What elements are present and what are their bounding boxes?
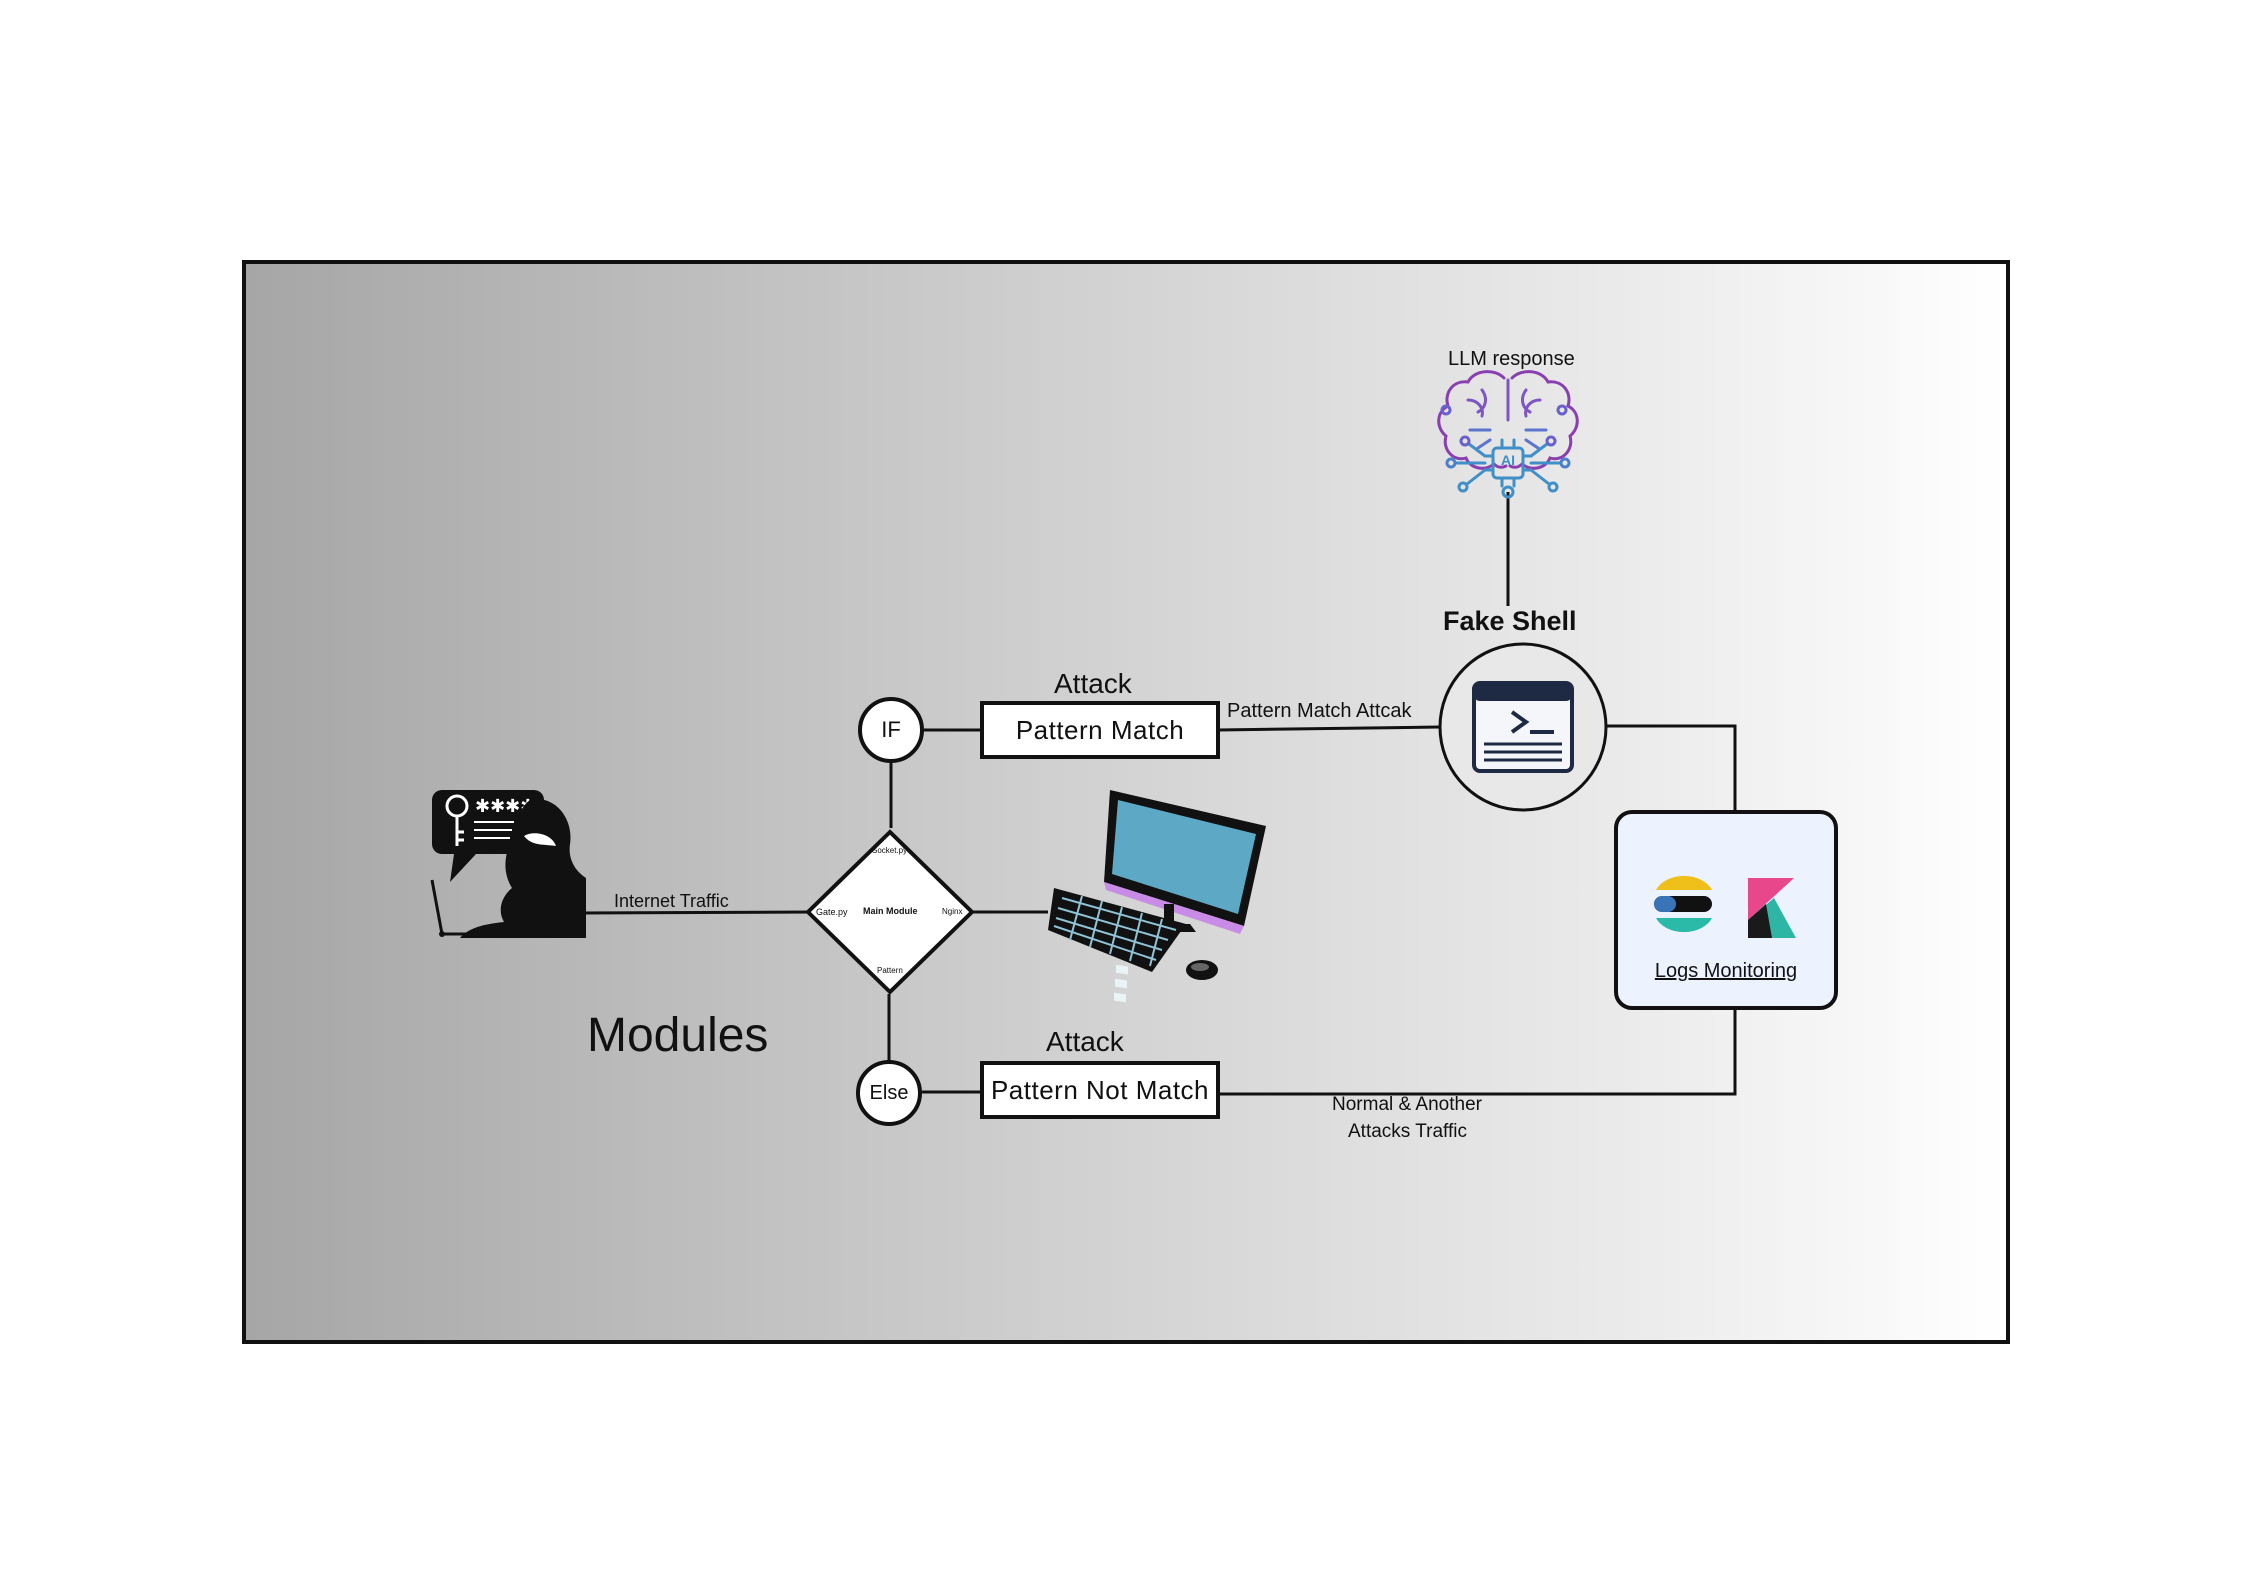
elastic-logo-icon	[1654, 875, 1712, 933]
hacker-icon: ✱✱✱✱	[430, 790, 586, 938]
kibana-logo-icon	[1748, 878, 1796, 938]
llm-response-label: LLM response	[1448, 348, 1575, 370]
brain-ai-icon	[1437, 370, 1579, 499]
edge-label-normal-traffic-2: Attacks Traffic	[1348, 1121, 1467, 1142]
else-node: Else	[856, 1060, 922, 1126]
logs-monitoring-label: Logs Monitoring	[1654, 960, 1798, 982]
edge-shell-to-logs	[1606, 724, 1737, 812]
elk-logos	[1654, 875, 1796, 938]
modules-title: Modules	[587, 1009, 769, 1062]
pattern-not-match-box: Pattern Not Match	[980, 1061, 1220, 1119]
main-module-label: Main Module	[863, 906, 918, 916]
attack-label-top: Attack	[1054, 668, 1132, 699]
module-nginx-label: Nginx	[942, 907, 963, 916]
main-module-diamond	[805, 829, 975, 995]
terminal-window-icon	[1438, 642, 1608, 812]
attack-label-bottom: Attack	[1046, 1026, 1124, 1057]
if-node: IF	[858, 697, 924, 763]
logs-monitoring-card: Logs Monitoring	[1614, 810, 1838, 1010]
edge-hacker-to-module	[581, 910, 813, 915]
edge-label-internet-traffic: Internet Traffic	[614, 891, 729, 911]
edge-pattern-match-to-shell	[1217, 725, 1441, 732]
computer-icon	[1048, 790, 1266, 1003]
edge-label-normal-traffic-1: Normal & Another	[1332, 1094, 1482, 1115]
module-gate-label: Gate.py	[816, 907, 848, 917]
edge-label-pattern-match-attack: Pattern Match Attcak	[1227, 700, 1412, 722]
edge-pattern-not-match-to-logs	[1218, 1008, 1737, 1096]
pattern-match-box: Pattern Match	[980, 701, 1220, 759]
ai-chip-label: AI	[1501, 452, 1515, 468]
fake-shell-label: Fake Shell	[1443, 606, 1577, 636]
module-pattern-label: Pattern	[877, 966, 903, 975]
module-socket-label: Socket.py	[872, 846, 908, 855]
svg-text:✱✱✱✱: ✱✱✱✱	[475, 796, 535, 817]
